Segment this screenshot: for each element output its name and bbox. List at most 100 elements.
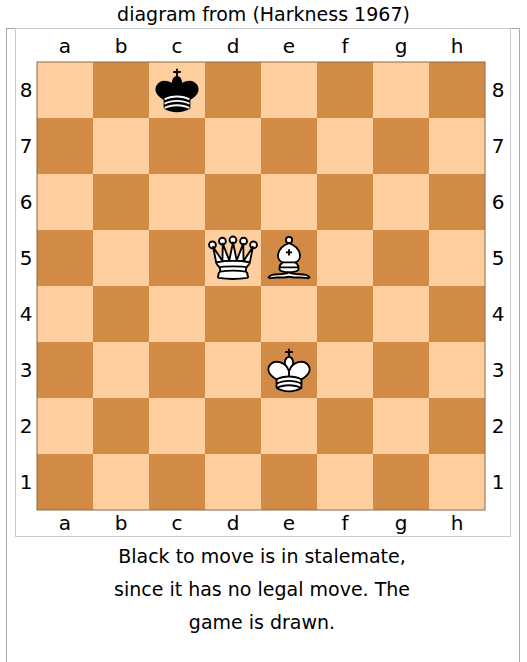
board-square	[93, 454, 149, 510]
board-square	[429, 118, 485, 174]
rank-label: 3	[20, 359, 33, 381]
board-square	[149, 398, 205, 454]
board-square	[429, 454, 485, 510]
board-square	[317, 62, 373, 118]
board-square	[373, 286, 429, 342]
outer-frame	[7, 29, 520, 662]
board-square	[429, 342, 485, 398]
board-square	[93, 286, 149, 342]
rank-label: 5	[492, 247, 505, 269]
board-square	[429, 398, 485, 454]
board-square	[373, 342, 429, 398]
file-label: f	[341, 512, 348, 534]
file-label: f	[341, 35, 348, 57]
rank-label: 8	[492, 79, 505, 101]
board-square	[205, 398, 261, 454]
board-square	[37, 286, 93, 342]
board-square	[429, 174, 485, 230]
file-label: a	[59, 512, 71, 534]
board-square	[37, 174, 93, 230]
file-label: b	[115, 35, 128, 57]
board-square	[93, 342, 149, 398]
board-square	[205, 454, 261, 510]
board-square	[373, 454, 429, 510]
board-square	[373, 118, 429, 174]
board-square	[149, 454, 205, 510]
board-square	[317, 118, 373, 174]
rank-label: 8	[20, 79, 33, 101]
black-king	[156, 69, 197, 111]
file-label: b	[115, 512, 128, 534]
board-square	[373, 174, 429, 230]
rank-label: 5	[20, 247, 33, 269]
board-square	[317, 342, 373, 398]
board-square	[205, 342, 261, 398]
board-square	[205, 174, 261, 230]
board-square	[261, 230, 317, 286]
rank-label: 6	[492, 191, 505, 213]
file-label: a	[59, 35, 71, 57]
white-bishop	[268, 237, 309, 278]
board-frame	[16, 29, 511, 537]
board-square	[261, 398, 317, 454]
board-square	[317, 454, 373, 510]
board-square	[37, 454, 93, 510]
rank-label: 2	[20, 415, 33, 437]
file-label: e	[283, 35, 295, 57]
board-square	[93, 174, 149, 230]
file-label: c	[172, 35, 183, 57]
board-square	[149, 174, 205, 230]
rank-label: 1	[20, 471, 33, 493]
board-square	[261, 174, 317, 230]
board-square	[37, 118, 93, 174]
board-square	[429, 230, 485, 286]
rank-label: 2	[492, 415, 505, 437]
board-square	[149, 230, 205, 286]
board-square	[205, 62, 261, 118]
diagram-caption: Black to move is in stalemate, since it …	[92, 540, 432, 639]
board-square	[429, 286, 485, 342]
board-square	[93, 62, 149, 118]
board-square	[37, 230, 93, 286]
board-square	[149, 286, 205, 342]
board-square	[317, 174, 373, 230]
white-king	[268, 349, 309, 391]
file-label: d	[227, 512, 240, 534]
white-queen	[209, 237, 257, 279]
board-square	[205, 118, 261, 174]
board-square	[37, 398, 93, 454]
board-square	[93, 118, 149, 174]
file-label: h	[451, 512, 464, 534]
file-label: c	[172, 512, 183, 534]
board-square	[261, 454, 317, 510]
board-square	[317, 286, 373, 342]
file-label: h	[451, 35, 464, 57]
rank-label: 6	[20, 191, 33, 213]
board-square	[149, 342, 205, 398]
board-square	[37, 342, 93, 398]
file-label: g	[395, 35, 408, 57]
board-square	[149, 62, 205, 118]
board-square	[373, 398, 429, 454]
board-square	[205, 230, 261, 286]
board-square	[261, 286, 317, 342]
rank-label: 7	[20, 135, 33, 157]
rank-label: 7	[492, 135, 505, 157]
board-square	[93, 398, 149, 454]
board-square	[37, 62, 93, 118]
board-square	[373, 230, 429, 286]
diagram-title: diagram from (Harkness 1967)	[0, 2, 527, 26]
rank-label: 1	[492, 471, 505, 493]
board-square	[317, 230, 373, 286]
board-square	[149, 118, 205, 174]
file-label: g	[395, 512, 408, 534]
board-square	[205, 286, 261, 342]
board-square	[429, 62, 485, 118]
board-border	[37, 62, 485, 510]
board-square	[93, 230, 149, 286]
rank-label: 3	[492, 359, 505, 381]
board-square	[261, 342, 317, 398]
file-label: e	[283, 512, 295, 534]
board-square	[373, 62, 429, 118]
rank-label: 4	[492, 303, 505, 325]
